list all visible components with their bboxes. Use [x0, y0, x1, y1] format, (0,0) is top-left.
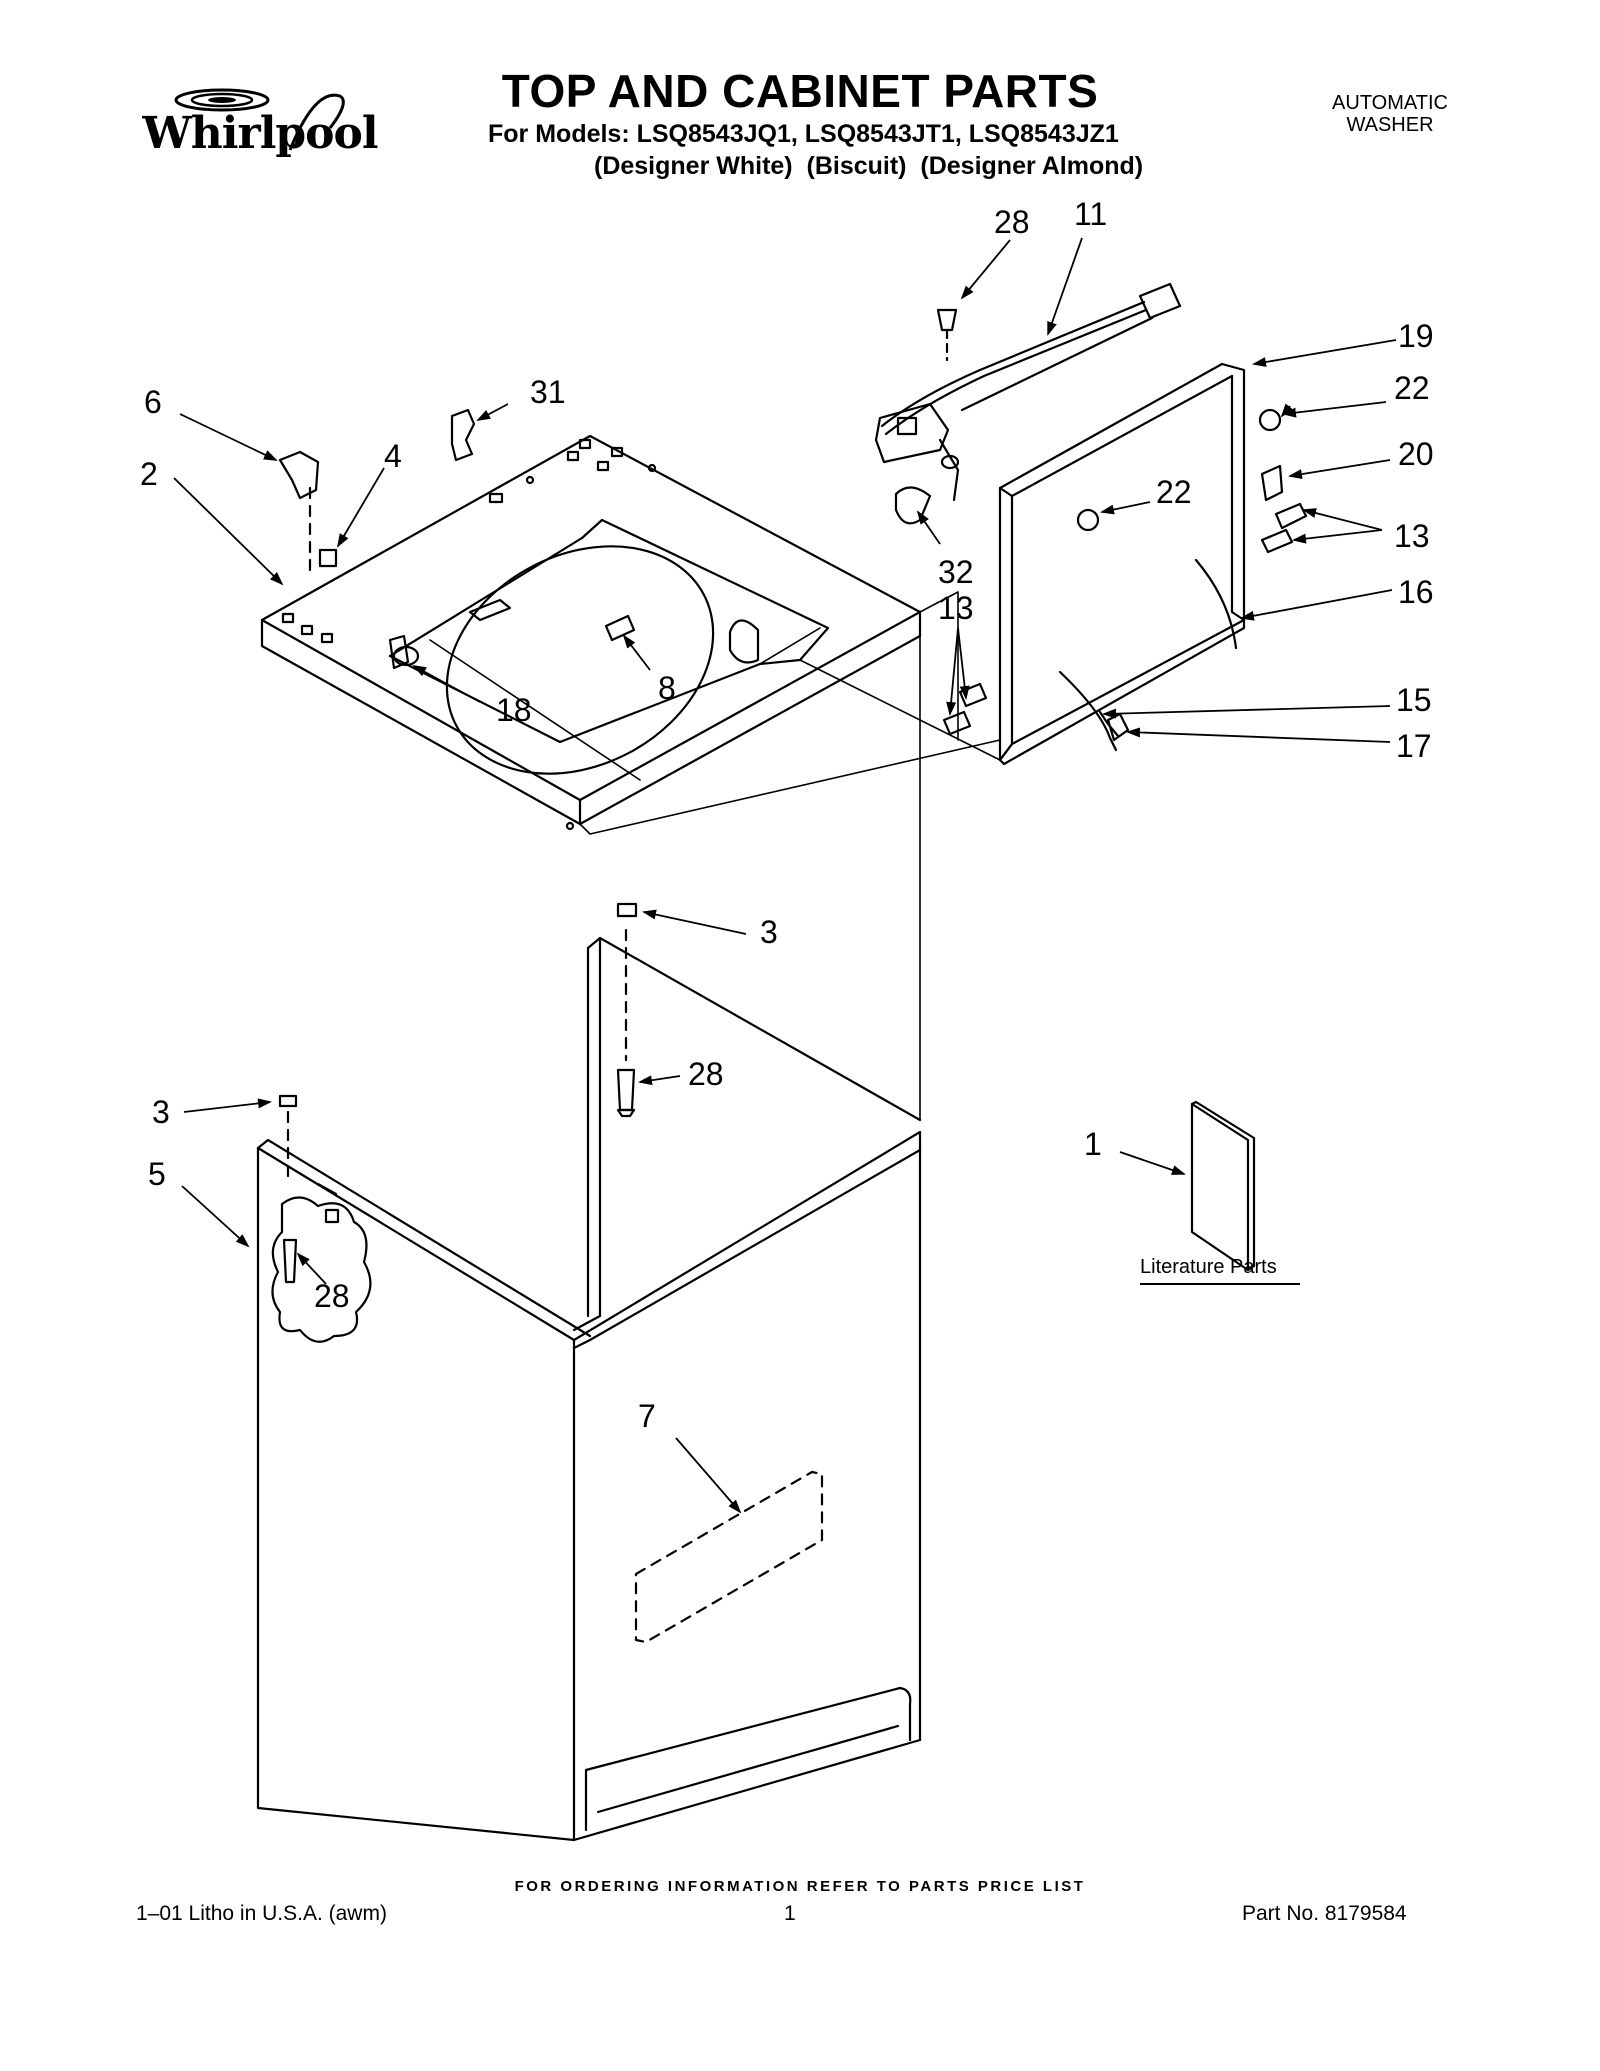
wire-harness	[874, 282, 1182, 502]
assembly-guide-lines	[429, 591, 1001, 1121]
callout-3-left: 3	[152, 1094, 170, 1130]
cabinet-cutaway	[271, 1196, 372, 1343]
ordering-note: FOR ORDERING INFORMATION REFER TO PARTS …	[514, 1878, 1086, 1895]
callout-1: 1	[1084, 1126, 1102, 1162]
top-panel	[260, 434, 922, 831]
callout-2: 2	[140, 456, 158, 492]
literature-underline	[1140, 1283, 1300, 1285]
page-number: 1	[784, 1902, 796, 1925]
callout-8: 8	[658, 670, 676, 706]
logo-swirl-icon	[174, 88, 345, 151]
callout-13-left: 13	[938, 590, 974, 626]
callout-13-right: 13	[1394, 518, 1430, 554]
machine-type-line-2: WASHER	[1346, 114, 1434, 136]
callout-31: 31	[530, 374, 566, 410]
literature-booklet	[1190, 1100, 1256, 1272]
color-variants-line: (Designer White) (Biscuit) (Designer Alm…	[594, 152, 1144, 180]
cabinet	[256, 936, 922, 1842]
callout-17: 17	[1396, 728, 1432, 764]
callout-28-low: 28	[314, 1278, 350, 1314]
callout-11: 11	[1074, 196, 1108, 232]
callout-6: 6	[144, 384, 162, 420]
console-frame	[998, 362, 1246, 766]
machine-type: AUTOMATIC WASHER	[1290, 92, 1490, 136]
whirlpool-logo: Whirlpool	[140, 78, 380, 168]
callout-22-right: 22	[1394, 370, 1430, 406]
litho-note: 1–01 Litho in U.S.A. (awm)	[136, 1902, 387, 1925]
callout-arrows	[173, 237, 1397, 1514]
callout-3-top: 3	[760, 914, 778, 950]
machine-type-line-1: AUTOMATIC	[1332, 92, 1448, 114]
callout-20: 20	[1398, 436, 1434, 472]
callout-22-mid: 22	[1156, 474, 1192, 510]
logo-wordmark: Whirlpool	[142, 108, 378, 159]
callout-18: 18	[496, 692, 532, 728]
callout-28-mid: 28	[688, 1056, 724, 1092]
callout-15: 15	[1396, 682, 1432, 718]
part-number: Part No. 8179584	[1242, 1902, 1407, 1925]
callout-16: 16	[1398, 574, 1434, 610]
callout-7: 7	[638, 1398, 656, 1434]
callout-19: 19	[1398, 318, 1434, 354]
callout-4: 4	[384, 438, 402, 474]
callout-5: 5	[148, 1156, 166, 1192]
callout-28-top: 28	[994, 204, 1030, 240]
small-parts	[278, 308, 1308, 1284]
dashed-label-outline	[634, 1470, 824, 1644]
models-line: For Models: LSQ8543JQ1, LSQ8543JT1, LSQ8…	[488, 120, 1119, 148]
page-title: TOP AND CABINET PARTS	[501, 65, 1099, 117]
literature-parts-label: Literature Parts	[1140, 1256, 1277, 1278]
callout-32: 32	[938, 554, 974, 590]
